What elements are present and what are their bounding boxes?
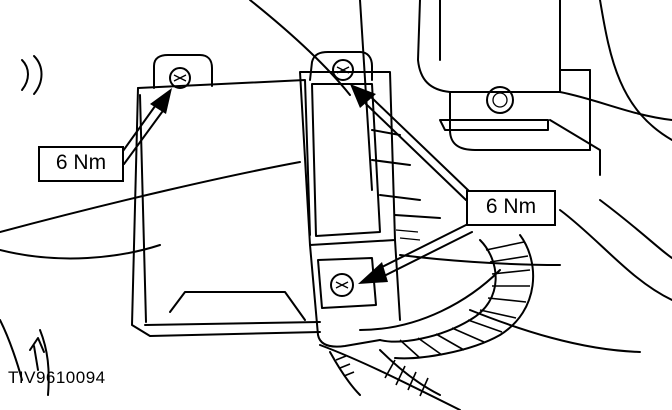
leader-left-arrow-icon: [117, 88, 172, 165]
torque-value-left: 6 Nm: [55, 151, 107, 174]
bolt-top-icon: [332, 59, 354, 81]
torque-callout-right: 6 Nm: [466, 190, 556, 226]
wiring-harness: [329, 234, 535, 397]
mounting-tab-top: [309, 51, 373, 81]
rear-bracket: [449, 69, 591, 151]
ground-marks: [29, 337, 45, 371]
leader-top-arrow-icon: [350, 84, 471, 201]
leader-bottom-arrow-icon: [358, 223, 473, 284]
torque-value-right: 6 Nm: [485, 195, 537, 218]
lower-bolt-pad: [317, 257, 377, 309]
mounting-tab-left: [153, 54, 213, 89]
bolt-left-icon: [169, 67, 191, 89]
figure-id-label: TIV9610094: [8, 368, 106, 387]
connector-block: [299, 71, 441, 348]
rear-bracket-bolt-icon: [486, 86, 514, 114]
bolt-bottom-icon: [330, 273, 354, 297]
module-housing: [131, 79, 321, 337]
torque-callout-left: 6 Nm: [38, 146, 124, 182]
